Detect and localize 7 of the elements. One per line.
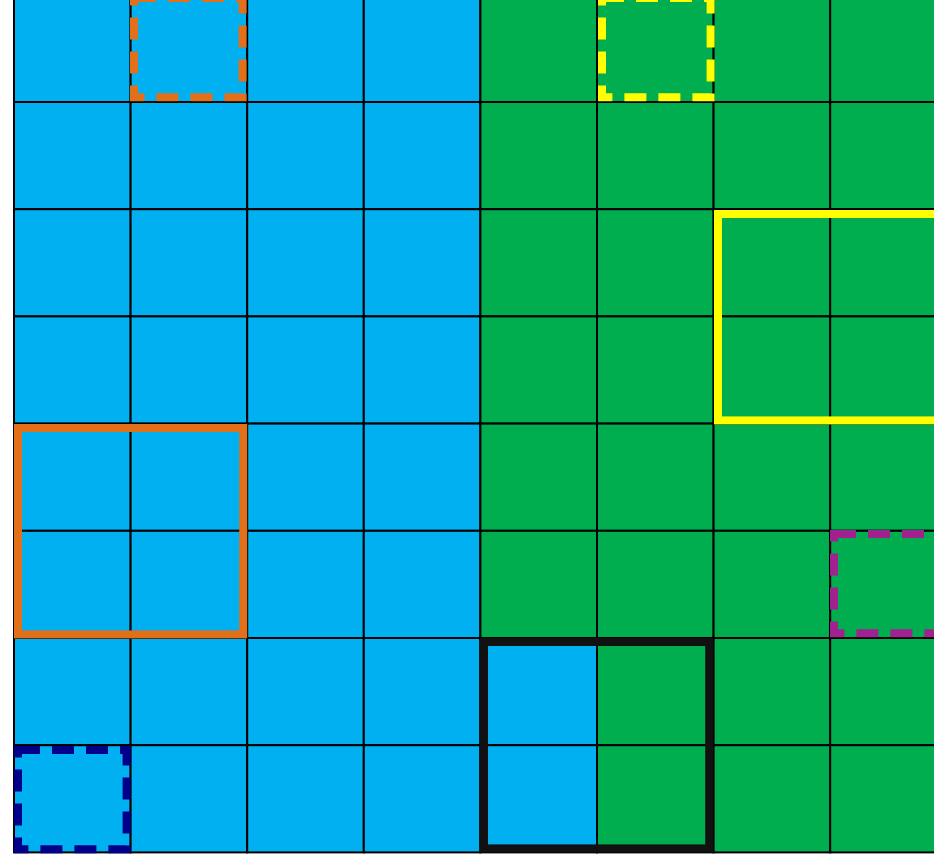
outline-frame bbox=[476, 634, 718, 857]
dashed-outline bbox=[826, 526, 934, 642]
outline-frame bbox=[709, 205, 934, 428]
outline-frame bbox=[10, 419, 252, 642]
dashed-outline bbox=[126, 0, 252, 106]
dashed-outline bbox=[593, 0, 718, 106]
dashed-outline bbox=[10, 741, 135, 857]
